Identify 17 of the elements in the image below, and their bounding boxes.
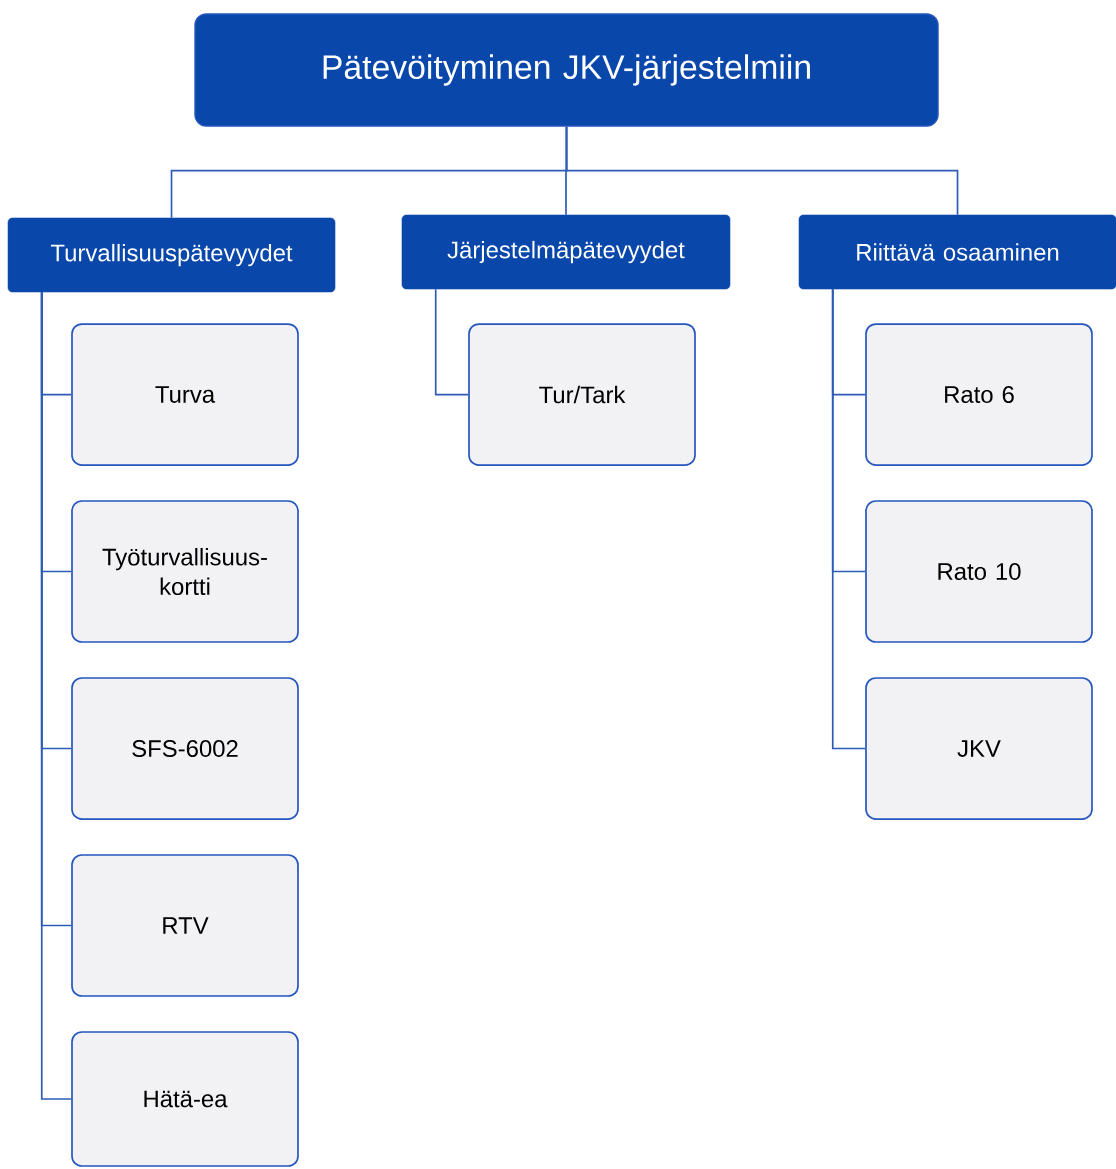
category-box: Järjestelmäpätevyydet (401, 214, 731, 290)
connector-line (831, 288, 866, 750)
title-box: Pätevöityminen JKV-järjestelmiin (194, 13, 939, 127)
connector-line (434, 288, 469, 396)
item-box: Tur/Tark (468, 323, 696, 466)
item-box: Rato 6 (865, 323, 1093, 466)
category-box: Riittävä osaaminen (798, 214, 1116, 290)
category-box: Turvallisuuspätevyydet (7, 217, 336, 293)
item-box: Työturvallisuus- kortti (71, 500, 299, 643)
item-box: Hätä-ea (71, 1031, 299, 1167)
connector-line (565, 125, 959, 216)
item-box: Rato 10 (865, 500, 1093, 643)
item-box: Turva (71, 323, 299, 466)
connector-line (40, 291, 72, 1100)
item-box: RTV (71, 854, 299, 997)
item-box: SFS-6002 (71, 677, 299, 820)
item-box: JKV (865, 677, 1093, 820)
